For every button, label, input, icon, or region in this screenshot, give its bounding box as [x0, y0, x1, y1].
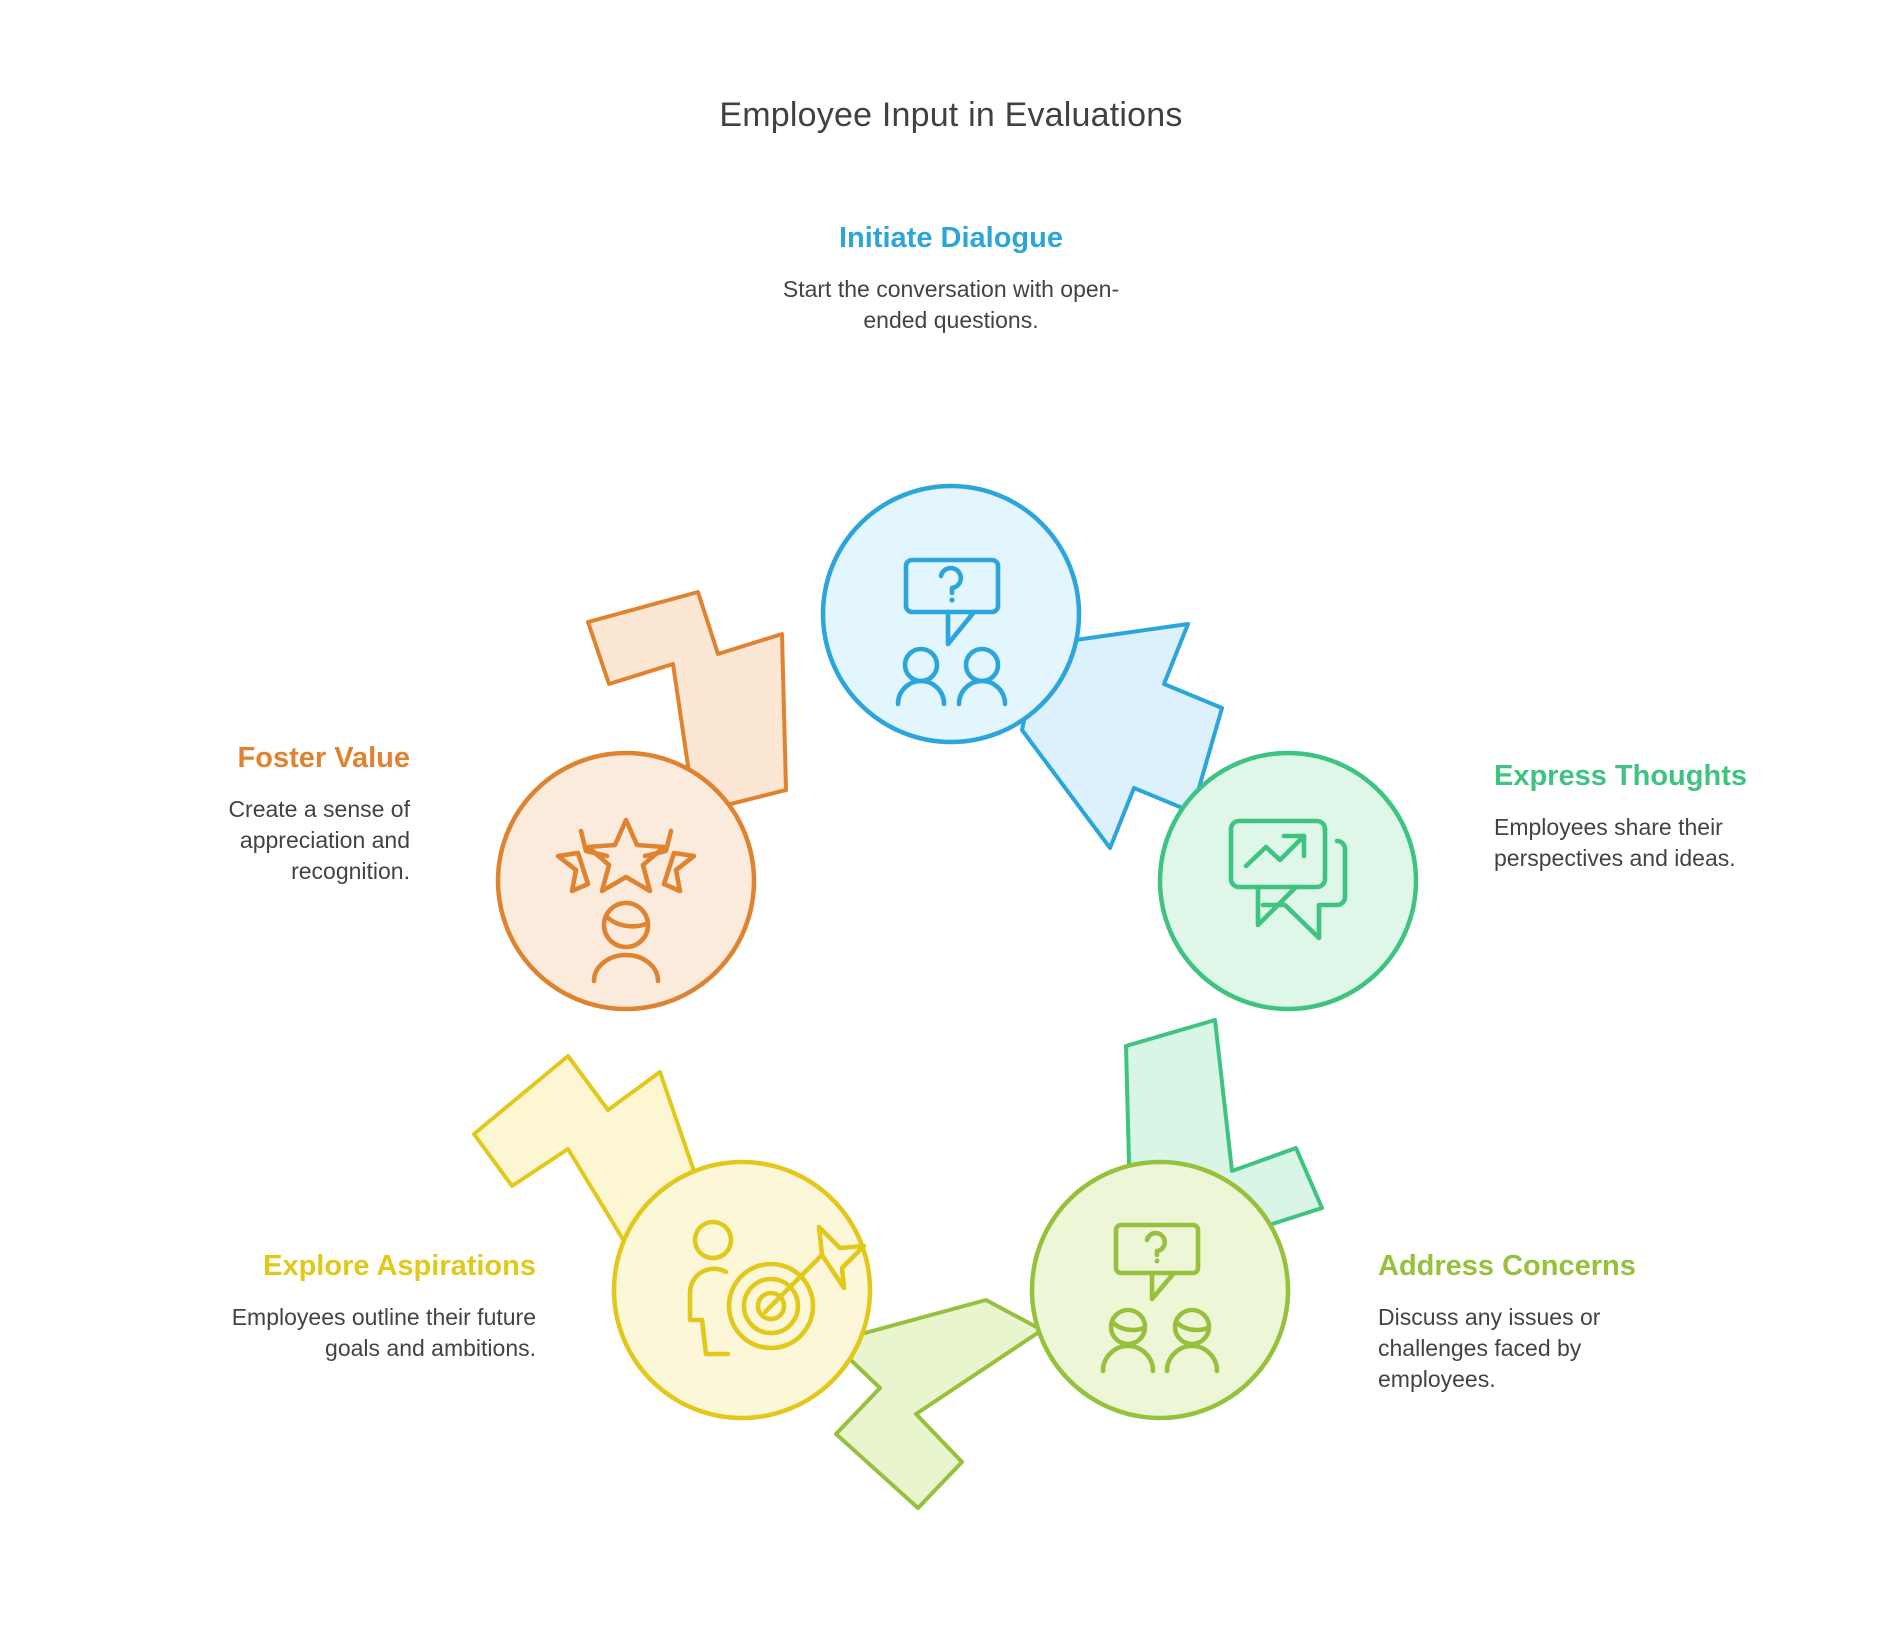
label-heading: Address Concerns	[1378, 1250, 1636, 1282]
label-address-concerns: Address Concerns Discuss any issues or c…	[1378, 1250, 1778, 1394]
label-express-thoughts: Express Thoughts Employees share their p…	[1494, 760, 1874, 874]
label-heading: Foster Value	[237, 742, 410, 774]
trending-up-chat-bubbles-icon	[1228, 818, 1348, 941]
person-target-arrow-icon	[687, 1219, 867, 1357]
question-speech-bubble-two-people-icon	[895, 557, 1008, 707]
label-body: Start the conversation with open-ended q…	[782, 276, 1120, 333]
three-stars-person-icon	[555, 817, 697, 984]
label-initiate-dialogue: Initiate Dialogue Start the conversation…	[651, 222, 1251, 336]
node-explore-aspirations[interactable]	[611, 1159, 873, 1421]
node-foster-value[interactable]	[495, 750, 757, 1012]
question-bubble-two-worried-people-icon	[1100, 1222, 1220, 1374]
label-body: Create a sense of appreciation and recog…	[228, 796, 410, 884]
label-heading: Explore Aspirations	[263, 1250, 536, 1282]
label-body: Employees outline their future goals and…	[231, 1304, 536, 1361]
node-initiate-dialogue[interactable]	[820, 483, 1082, 745]
label-body: Employees share their perspectives and i…	[1494, 814, 1736, 871]
node-address-concerns[interactable]	[1029, 1159, 1291, 1421]
label-heading: Express Thoughts	[1494, 760, 1747, 792]
label-body: Discuss any issues or challenges faced b…	[1378, 1304, 1601, 1392]
arrow-foster-to-initiate	[586, 590, 788, 815]
arrow-address-to-explore	[830, 1298, 1044, 1510]
node-express-thoughts[interactable]	[1157, 750, 1419, 1012]
page-title: Employee Input in Evaluations	[719, 96, 1183, 134]
label-foster-value: Foster Value Create a sense of appreciat…	[120, 742, 410, 886]
label-heading: Initiate Dialogue	[839, 222, 1063, 254]
label-explore-aspirations: Explore Aspirations Employees outline th…	[130, 1250, 536, 1364]
